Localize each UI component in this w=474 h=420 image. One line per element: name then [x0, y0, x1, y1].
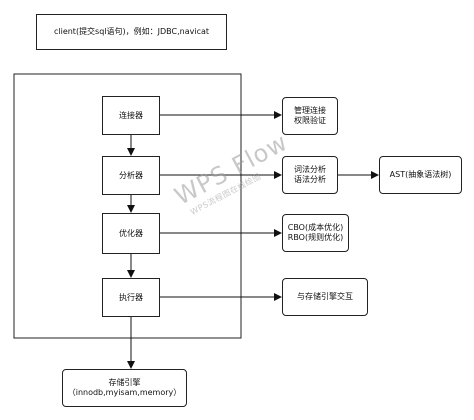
- ast-note: AST(抽象语法树): [379, 156, 462, 194]
- parser-box: 分析器: [102, 156, 160, 195]
- server-frame: [13, 73, 242, 339]
- optimizer-note: CBO(成本优化) RBO(规则优化): [282, 214, 349, 252]
- executor-label: 执行器: [119, 292, 143, 302]
- optimizer-note-line1: CBO(成本优化): [287, 223, 344, 232]
- executor-note-label: 与存储引擎交互: [297, 292, 353, 301]
- connector-label: 连接器: [119, 110, 143, 120]
- optimizer-label: 优化器: [119, 228, 143, 238]
- parser-note-line1: 词法分析: [294, 165, 326, 174]
- executor-note: 与存储引擎交互: [282, 278, 368, 316]
- optimizer-note-line2: RBO(规则优化): [287, 233, 344, 242]
- storage-engine-types: （innodb,myisam,memory）: [67, 388, 182, 397]
- parser-label: 分析器: [119, 170, 143, 180]
- connector-note-line1: 管理连接: [294, 106, 326, 115]
- executor-box: 执行器: [102, 278, 160, 317]
- parser-note-line2: 语法分析: [294, 175, 326, 184]
- storage-engine-box: 存储引擎 （innodb,myisam,memory）: [62, 369, 187, 407]
- parser-note: 词法分析 语法分析: [282, 156, 338, 194]
- connector-note-line2: 权限验证: [294, 116, 326, 125]
- ast-note-label: AST(抽象语法树): [389, 170, 452, 179]
- connector-note: 管理连接 权限验证: [282, 97, 338, 135]
- client-box: client(提交sql语句)，例如：JDBC,navicat: [36, 14, 227, 50]
- client-label: client(提交sql语句)，例如：JDBC,navicat: [53, 27, 210, 36]
- connector-box: 连接器: [102, 96, 160, 135]
- optimizer-box: 优化器: [102, 213, 160, 254]
- storage-engine-title: 存储引擎: [108, 378, 141, 387]
